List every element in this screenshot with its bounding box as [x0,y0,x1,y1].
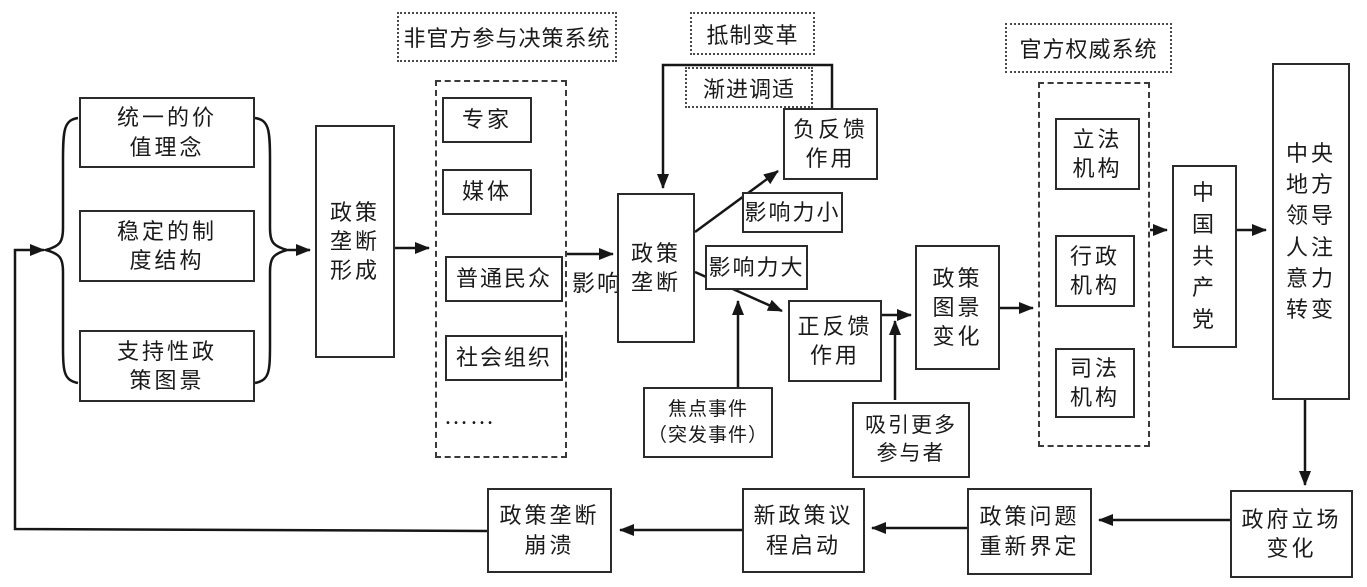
box-stable-structure: 稳定的制度结构 [79,210,255,282]
box-supportive-image: 支持性政策图景 [79,330,255,402]
unofficial-participants-container [435,80,567,458]
arrow-feedback-loop [13,244,488,533]
box-administrative: 行政机构 [1055,235,1135,307]
box-monopoly-formation: 政策垄断形成 [315,125,395,358]
box-policy-monopoly: 政策垄断 [617,193,695,343]
box-leader-attention-shift: 中央地方领导人注意力转变 [1272,63,1350,400]
arrow-small-influence [694,169,779,234]
gradual-adjustment-text: 渐进调适 [702,76,795,102]
box-focal-event: 焦点事件 （突发事件） [643,387,773,458]
box-judicial: 司法机构 [1055,348,1135,418]
brace-right [254,116,292,385]
influence-edge-label: 影响 [572,271,622,296]
official-system-label: 官方权威系统 [1005,23,1172,73]
box-ccp: 中国共产党 [1172,165,1237,348]
box-positive-feedback: 正反馈作用 [788,300,882,382]
box-unified-values: 统一的价值理念 [79,97,255,168]
box-experts: 专家 [442,97,532,143]
box-monopoly-collapse: 政策垄断崩溃 [487,488,612,573]
box-problem-redefinition: 政策问题重新界定 [967,488,1092,575]
brace-left [41,116,79,385]
box-attract-participants: 吸引更多参与者 [852,402,970,478]
box-media: 媒体 [442,169,532,215]
unofficial-system-label: 非官方参与决策系统 [397,12,617,62]
box-ordinary-people: 普通民众 [445,256,563,302]
box-social-organizations: 社会组织 [445,335,563,381]
resist-change-label: 抵制变革 [690,12,815,55]
arrow-negative-loop [657,63,834,189]
official-system-text: 官方权威系统 [1019,37,1158,62]
official-bodies-container [1038,82,1150,447]
box-negative-feedback: 负反馈作用 [783,108,878,180]
box-government-stance-change: 政府立场变化 [1230,490,1353,578]
box-policy-image-change: 政策图景变化 [915,245,1000,370]
ellipsis-more-participants: …… [444,404,496,430]
box-influence-small: 影响力小 [742,192,843,233]
resist-change-text: 抵制变革 [706,22,799,48]
box-new-agenda-launch: 新政策议程启动 [742,488,865,573]
box-influence-large: 影响力大 [705,245,808,290]
unofficial-system-text: 非官方参与决策系统 [403,26,611,51]
box-legislative: 立法机构 [1055,118,1140,190]
gradual-adjustment-label: 渐进调适 [685,67,813,108]
